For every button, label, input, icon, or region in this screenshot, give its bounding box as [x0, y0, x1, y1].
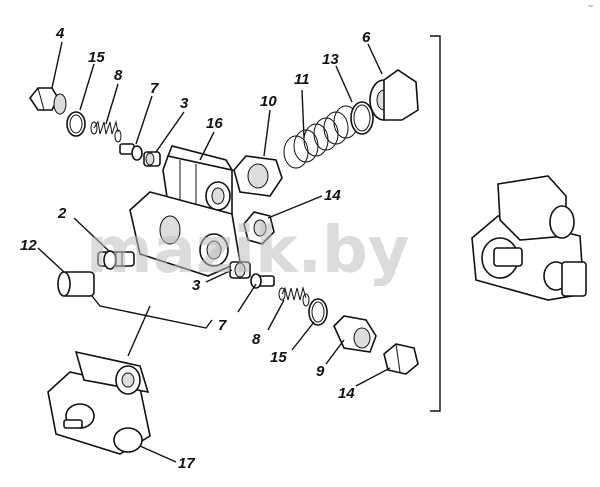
part-plug-4 [29, 87, 67, 115]
part-spring-8-upper [90, 120, 122, 143]
callout-7: 7 [150, 80, 159, 97]
part-sleeve-3-upper [143, 151, 161, 167]
callout-10: 10 [260, 93, 277, 110]
group-bracket [430, 35, 441, 412]
leader-lines [37, 41, 391, 463]
callout-14b: 14 [338, 385, 355, 402]
part-body-2 [129, 191, 241, 277]
part-sleeve-3-lower [229, 261, 251, 279]
part-ring-13 [350, 101, 374, 135]
callout-3: 3 [180, 95, 189, 112]
callout-16: 16 [206, 115, 223, 132]
part-fitting-6 [369, 69, 419, 121]
callout-2: 2 [57, 205, 67, 222]
part-plunger [97, 250, 135, 270]
callout-15: 15 [88, 49, 105, 66]
callout-8b: 8 [252, 331, 261, 348]
callout-11: 11 [294, 71, 310, 88]
watermark: mazik.by [86, 214, 409, 288]
callout-8: 8 [114, 67, 123, 84]
part-valve-7-upper [119, 143, 143, 161]
part-assembly-17 [47, 350, 151, 455]
assembled-unit [471, 175, 587, 301]
callout-13: 13 [322, 51, 339, 68]
callout-9: 9 [316, 363, 325, 380]
callout-14: 14 [324, 187, 341, 204]
part-valve-7-lower [250, 273, 275, 289]
part-plug-14-lower [383, 343, 419, 375]
callout-3b: 3 [192, 277, 201, 294]
callout-6: 6 [362, 29, 371, 46]
callout-4: 4 [55, 25, 65, 42]
corner-mark: ~ [588, 1, 593, 11]
callout-15b: 15 [270, 349, 287, 366]
part-fitting-9 [333, 315, 377, 353]
part-cap-12 [57, 271, 95, 297]
part-plug-14-upper [243, 211, 275, 245]
part-nut-10 [233, 155, 283, 197]
callout-labels: 4 15 8 7 3 16 10 11 13 6 14 2 12 3 7 8 1… [20, 25, 371, 472]
callout-17: 17 [178, 455, 195, 472]
part-spring-11 [283, 105, 359, 169]
part-spring-8-lower [278, 286, 310, 307]
callout-7b: 7 [218, 317, 227, 334]
callout-12: 12 [20, 237, 37, 254]
